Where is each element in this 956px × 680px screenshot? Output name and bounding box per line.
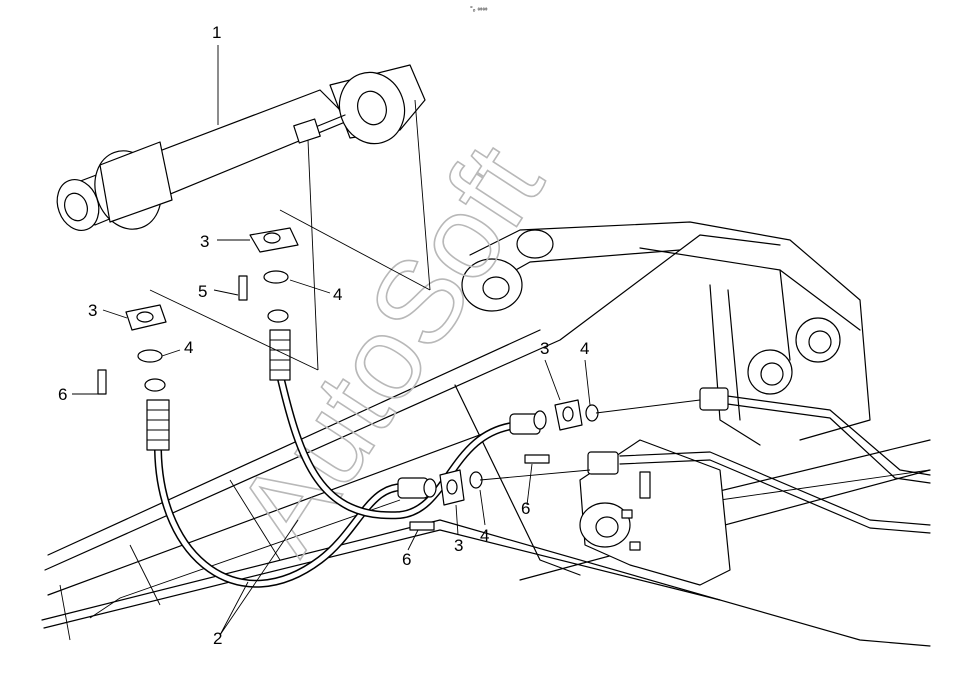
guide-lines	[149, 99, 701, 481]
callout-4d: 4	[480, 526, 489, 545]
callout-leaders	[72, 45, 591, 636]
watermark-text: AutoSoft	[211, 123, 568, 575]
callout-6c: 6	[402, 550, 411, 569]
callout-6a: 6	[58, 385, 67, 404]
hoses	[144, 309, 547, 588]
hydraulic-cylinder	[56, 64, 426, 231]
callout-4a: 4	[333, 285, 342, 304]
top-marker: °ₒ ∞∞	[470, 5, 487, 13]
callout-4c: 4	[580, 339, 589, 358]
callout-2: 2	[213, 629, 222, 648]
o-rings	[137, 270, 599, 489]
callout-5: 5	[198, 282, 207, 301]
flanges	[125, 227, 583, 506]
callout-3d: 3	[454, 536, 463, 555]
screws	[97, 275, 550, 531]
callout-3b: 3	[88, 301, 97, 320]
callout-6b: 6	[521, 499, 530, 518]
callout-labels: 1 2 3 3 3 3 4 4 4 4 5 6 6 6	[58, 23, 589, 648]
boom-structure	[41, 221, 931, 647]
callout-4b: 4	[184, 338, 193, 357]
callout-3c: 3	[540, 339, 549, 358]
callout-3a: 3	[200, 232, 209, 251]
callout-1: 1	[212, 23, 221, 42]
